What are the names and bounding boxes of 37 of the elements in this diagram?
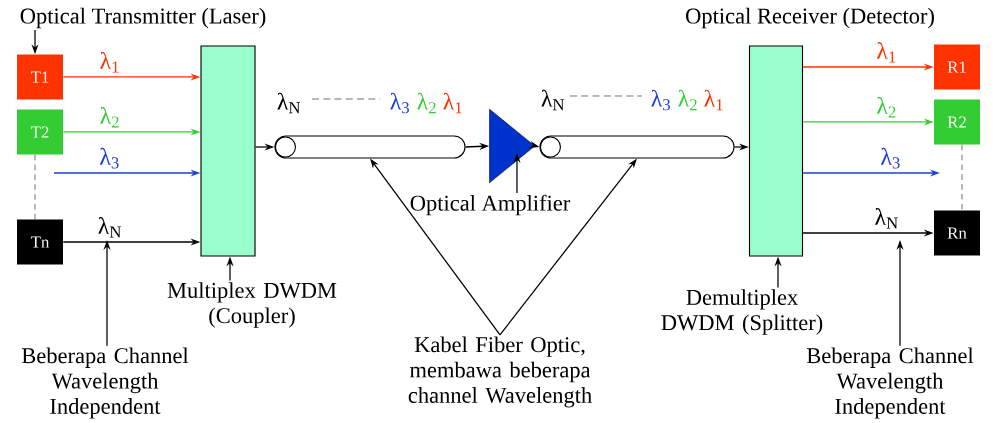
wavelength-label: λ$_{3}$ xyxy=(651,89,670,111)
wavelength-label: λ$_{N}$ xyxy=(541,89,565,111)
edge-label: λ$_{1}$ xyxy=(98,50,122,74)
callout-text: Multiplex DWDM (Coupler) xyxy=(167,282,337,328)
receiver-box: Rn xyxy=(934,210,980,256)
edge-label: λ$_{2}$ xyxy=(874,95,899,119)
callout-text: Optical Amplifier xyxy=(410,194,571,216)
edge-label: λ$_{N}$ xyxy=(873,206,901,230)
heading-text: Optical Transmitter (Laser) xyxy=(20,7,266,29)
amplifier-triangle xyxy=(489,108,535,184)
callout-text: Kabel Fiber Optic, membawa beberapa channel Wavelength xyxy=(408,336,592,408)
edge-label: λ$_{2}$ xyxy=(98,105,122,129)
demultiplexer-box xyxy=(748,45,804,257)
callout-text: Beberapa Channel Wavelength Independent xyxy=(21,347,189,419)
fiber-cable xyxy=(539,135,735,159)
wavelength-label: λ$_{N}$ xyxy=(277,92,301,114)
dashed-line xyxy=(34,154,36,220)
heading-text: Optical Receiver (Detector) xyxy=(686,7,934,29)
edge-label: λ$_{3}$ xyxy=(878,146,903,170)
fiber-cable xyxy=(274,135,466,159)
callout-text: Demultiplex DWDM (Splitter) xyxy=(661,289,823,335)
dashed-line xyxy=(961,144,963,211)
edge-label: λ$_{N}$ xyxy=(96,215,124,239)
wavelength-label: λ$_{1}$ xyxy=(443,92,462,114)
wavelength-label: λ$_{1}$ xyxy=(704,89,723,111)
receiver-box: R1 xyxy=(934,44,980,90)
transmitter-box: Tn xyxy=(17,219,63,265)
transmitter-box: T2 xyxy=(17,109,63,155)
multiplexer-box xyxy=(200,45,256,257)
callout-text: Beberapa Channel Wavelength Independent xyxy=(806,347,974,419)
transmitter-box: T1 xyxy=(17,54,63,100)
wavelength-label: λ$_{2}$ xyxy=(417,92,436,114)
edge-label: λ$_{3}$ xyxy=(97,146,122,170)
edge-label: λ$_{1}$ xyxy=(874,40,899,64)
wavelength-label: λ$_{2}$ xyxy=(678,89,697,111)
wavelength-label: λ$_{3}$ xyxy=(390,92,409,114)
receiver-box: R2 xyxy=(934,99,980,145)
